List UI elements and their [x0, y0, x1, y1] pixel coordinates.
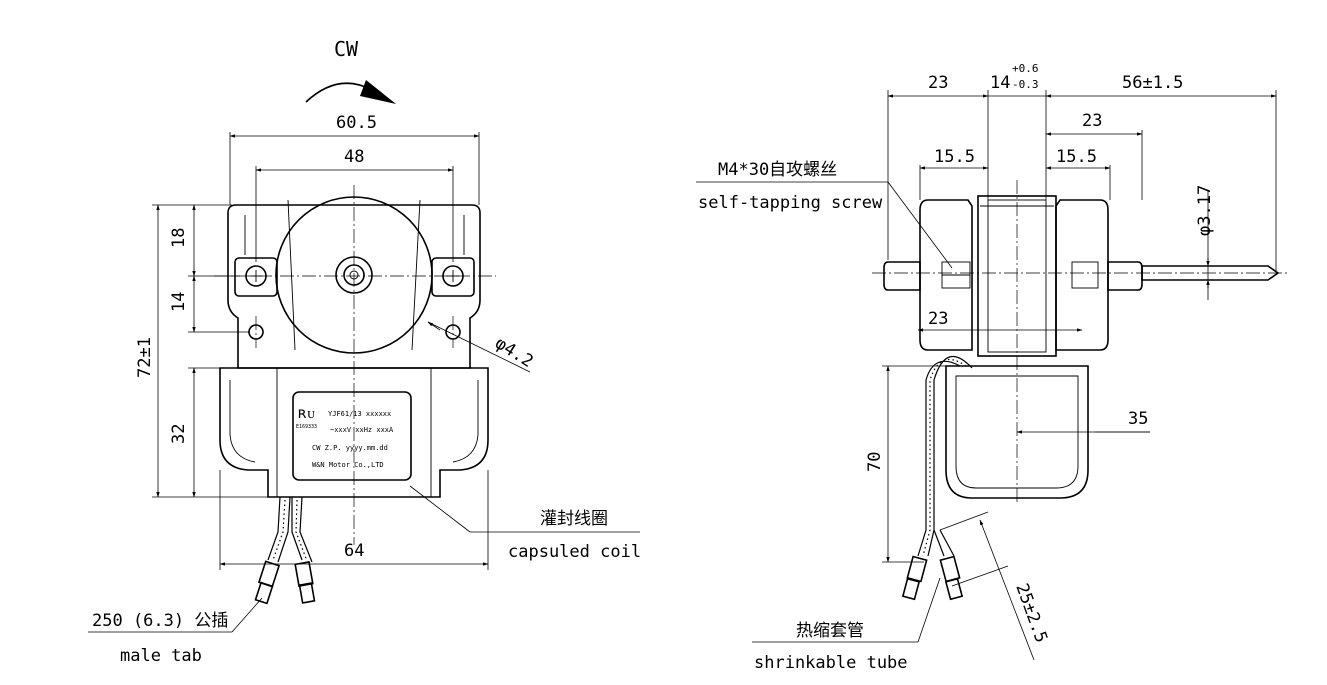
dim-width-outer: 60.5 — [336, 113, 377, 133]
dim-hole-dia: φ4.2 — [491, 333, 536, 372]
tube-label-cn: 热缩套管 — [796, 621, 864, 641]
coil-label-en: capsuled coil — [508, 542, 641, 562]
side-view: 23 14 +0.6 -0.3 56±1.5 23 15.5 15.5 M4*3… — [696, 62, 1290, 673]
nameplate: ʀᴜ E169333 YJF61/13 xxxxxx ~xxxV xxHz xx… — [292, 391, 412, 481]
dim-shaft: 56±1.5 — [1122, 73, 1183, 93]
screw-label-cn: M4*30自攻螺丝 — [718, 160, 837, 180]
dim-70: 70 — [865, 452, 885, 472]
dim-right-23: 23 — [1082, 111, 1102, 131]
dim-v-top: 18 — [169, 228, 189, 248]
label-line3: CW Z.P. yyyy.mm.dd — [312, 444, 388, 452]
rotation-arrow: CW — [305, 37, 396, 104]
dim-v-mid: 14 — [169, 292, 189, 312]
dim-wire: 25±2.5 — [1011, 581, 1051, 646]
front-view: CW 60.5 48 — [88, 37, 641, 666]
dim-left-155: 15.5 — [934, 147, 975, 167]
dim-base-width: 64 — [344, 541, 364, 561]
side-lead-wires — [901, 355, 973, 601]
dim-width-inner: 48 — [344, 147, 364, 167]
ul-mark: ʀᴜ — [298, 404, 315, 422]
dim-total-height: 72±1 — [135, 337, 155, 378]
dim-v-bottom: 32 — [169, 424, 189, 444]
label-line2: ~xxxV xxHz xxxA — [330, 426, 394, 434]
tab-label-en: male tab — [120, 646, 202, 666]
dim-center: 14 — [990, 73, 1010, 93]
label-line4: W&N Motor Co.,LTD — [312, 461, 384, 469]
label-line1: YJF61/13 xxxxxx — [328, 410, 391, 418]
dim-left: 23 — [928, 73, 948, 93]
rotation-label: CW — [334, 37, 359, 61]
coil-label-cn: 灌封线圈 — [540, 509, 608, 529]
dim-center-tol-lower: -0.3 — [1012, 78, 1039, 91]
dim-shaft-dia: φ3.17 — [1195, 185, 1215, 236]
dim-right-155: 15.5 — [1056, 147, 1097, 167]
dim-center-tol-upper: +0.6 — [1012, 62, 1039, 75]
dim-mid-23: 23 — [928, 309, 948, 329]
dim-35: 35 — [1128, 409, 1148, 429]
tube-label-en: shrinkable tube — [754, 653, 908, 673]
lead-wires — [254, 496, 316, 605]
label-cert: E169333 — [296, 424, 317, 430]
tab-label-cn: 250 (6.3) 公插 — [92, 611, 228, 631]
screw-label-en: self-tapping screw — [698, 193, 883, 213]
